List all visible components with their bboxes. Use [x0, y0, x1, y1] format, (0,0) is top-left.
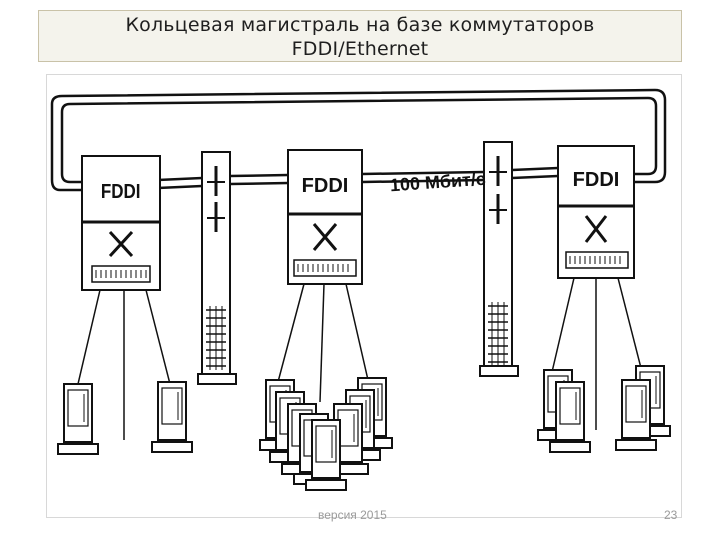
ring-segment-2-top [229, 173, 289, 178]
ring-segment-1-top [157, 176, 203, 182]
workstation-right-4 [615, 379, 657, 451]
switch-left-fddi-label: FDDI [101, 180, 141, 203]
ring-segment-3-bottom [361, 178, 485, 184]
link-right-ws1 [551, 277, 575, 373]
slide-title-line-1: Кольцевая магистраль на базе коммутаторо… [125, 14, 595, 36]
link-left-ws3 [145, 289, 171, 385]
workstation-mid-8 [305, 419, 347, 491]
ring-segment-1-bottom [157, 184, 203, 190]
fddi-switch-left: FDDI [81, 155, 161, 291]
page-number: 23 [664, 508, 678, 522]
workstation-left-2 [151, 381, 193, 453]
fddi-switch-middle: FDDI [287, 149, 363, 285]
switch-right-fddi-label: FDDI [573, 169, 620, 191]
fddi-switch-right: FDDI [557, 145, 635, 279]
fddi-ring-outer [50, 88, 667, 192]
switch-left-x-icon [108, 230, 134, 258]
ring-segment-2-bottom [229, 181, 289, 186]
ring-segment-4-top [511, 166, 559, 172]
workstation-right-3 [549, 381, 591, 453]
ring-segment-3-top [361, 170, 485, 176]
fddi-ring-inner [60, 96, 658, 184]
link-mid-ws2 [319, 283, 325, 403]
switch-middle-port-strip [293, 259, 357, 277]
switch-right-port-strip [565, 251, 629, 269]
server-tower-left [197, 151, 237, 385]
slide-title-box: Кольцевая магистраль на базе коммутаторо… [38, 10, 682, 62]
slide-title-line-2: FDDI/Ethernet [291, 38, 429, 60]
link-mid-ws1 [277, 283, 305, 383]
switch-right-x-icon [584, 215, 608, 243]
link-mid-ws3 [345, 283, 369, 381]
server-tower-right [479, 141, 519, 377]
switch-middle-fddi-label: FDDI [302, 175, 349, 197]
link-left-ws1 [77, 289, 101, 385]
footer-version: версия 2015 [318, 508, 387, 522]
workstation-left-1 [57, 383, 99, 455]
link-right-ws3 [617, 277, 643, 373]
switch-middle-x-icon [312, 223, 338, 251]
ring-segment-4-bottom [511, 174, 559, 180]
